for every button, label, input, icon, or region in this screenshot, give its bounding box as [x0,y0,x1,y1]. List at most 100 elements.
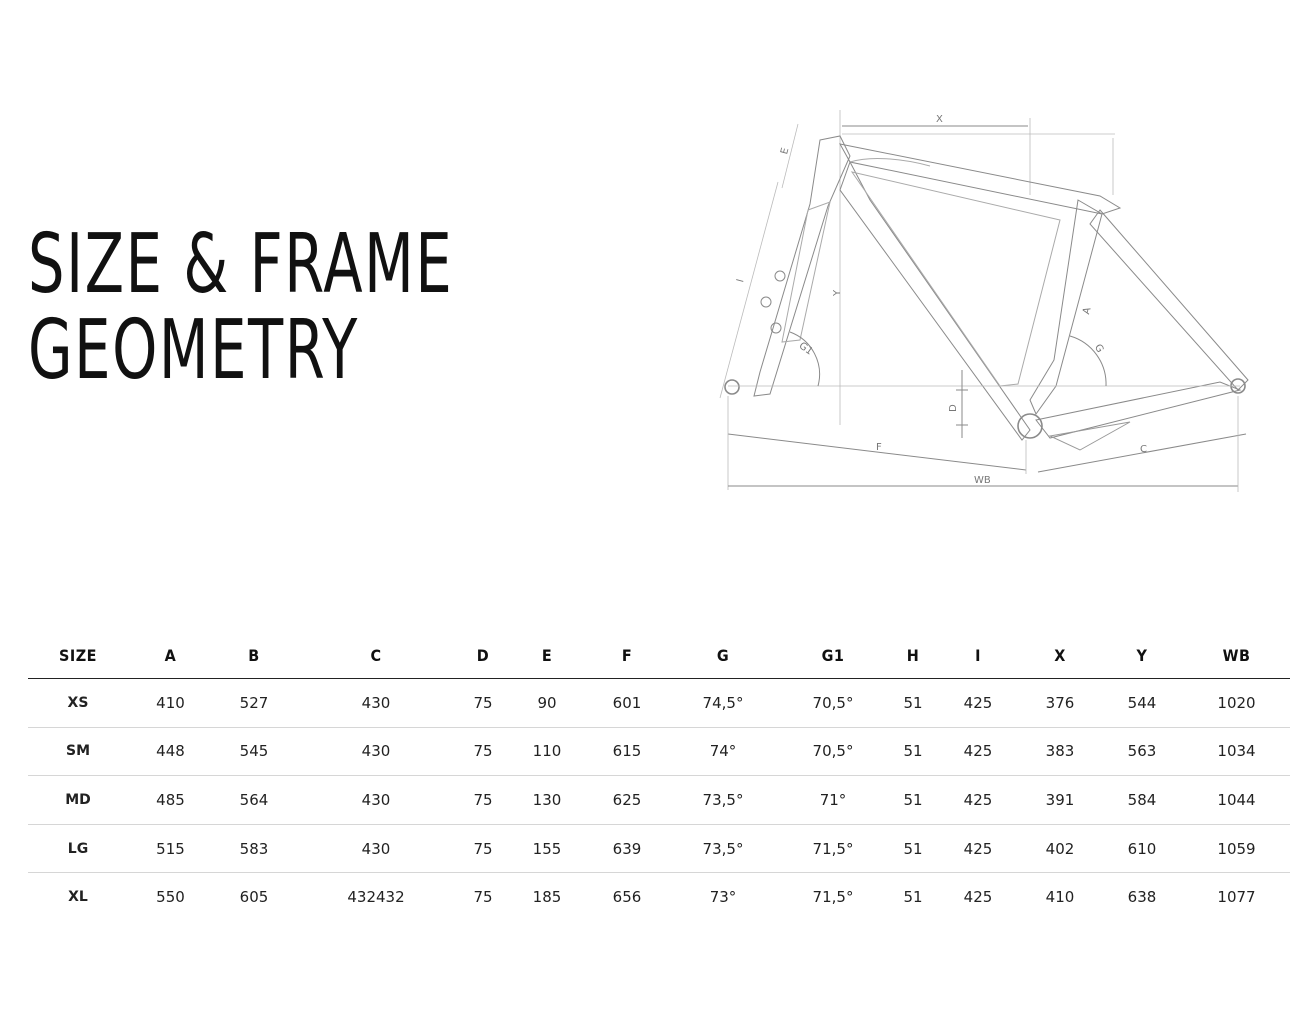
cell-e: 155 [509,824,585,874]
dim-i-line [719,181,779,399]
header-x: X [1019,632,1101,679]
cell-size: XL [68,889,88,906]
cell-i: 425 [937,678,1019,728]
table-row: SM 448 545 430 75 110 615 74° 70,5° 51 4… [28,727,1290,777]
cell-y: 563 [1101,727,1183,777]
label-g: G [1092,343,1105,355]
table-row: XL 550 605 432432 75 185 656 73° 71,5° 5… [28,873,1290,921]
cell-e: 110 [509,727,585,777]
cell-h: 51 [889,824,937,874]
label-f: F [876,442,882,453]
cell-size: MD [28,775,128,825]
cell-f: 639 [585,824,669,874]
label-y: Y [832,289,843,297]
label-wb: WB [974,475,991,486]
table-header-row: SIZE A B C D E F G G1 H I X Y WB [28,632,1290,679]
header-y: Y [1101,632,1183,679]
cell-a: 550 [156,888,185,907]
cell-x: 383 [1019,727,1101,777]
cell-wb: 1059 [1183,824,1290,874]
cell-y: 544 [1101,678,1183,728]
cell-f: 625 [585,775,669,825]
cell-g: 74,5° [669,678,777,728]
seat-stay [1089,209,1249,391]
geometry-table: SIZE A B C D E F G G1 H I X Y WB XS 410 … [28,632,1290,921]
header-e: E [509,632,585,679]
cell-wb: 1044 [1183,775,1290,825]
cell-g1: 70,5° [777,678,889,728]
frame-geometry-diagram: X E I Y A G G1 D F C WB [700,100,1260,500]
label-a: A [1081,306,1093,316]
cell-y: 584 [1101,775,1183,825]
cell-c: 430 [295,678,457,728]
bolt-2 [760,296,772,308]
cell-i: 425 [937,727,1019,777]
header-f: F [585,632,669,679]
cell-wb: 1020 [1183,678,1290,728]
cell-a: 515 [128,824,213,874]
chain-stay [1035,381,1242,439]
label-i: I [735,278,746,284]
page-title: SIZE & FRAME GEOMETRY [28,222,453,394]
top-tube [839,143,1122,215]
frame-diagram-svg: X E I Y A G G1 D F C WB [719,110,1249,492]
header-wb: WB [1183,632,1290,679]
cell-a: 448 [128,727,213,777]
cell-d: 75 [457,775,509,825]
header-g1: G1 [777,632,889,679]
cell-wb: 1077 [1217,888,1256,907]
dim-c [1037,433,1247,473]
cell-i: 425 [963,888,993,907]
cell-g: 73,5° [669,824,777,874]
cell-i: 425 [937,824,1019,874]
down-tube [839,160,1031,441]
cell-f: 601 [585,678,669,728]
main-triangle-inner [850,171,1061,387]
dim-f [727,433,1027,471]
cell-h: 51 [889,775,937,825]
cell-x: 402 [1019,824,1101,874]
cell-c: 430 [295,727,457,777]
cell-size: XS [28,678,128,728]
cell-d: 75 [457,678,509,728]
cell-b: 545 [213,727,295,777]
table-row: XS 410 527 430 75 90 601 74,5° 70,5° 51 … [28,678,1290,728]
bolt-1 [770,322,782,334]
table-row: LG 515 583 430 75 155 639 73,5° 71,5° 51… [28,824,1290,874]
cell-d: 75 [457,824,509,874]
cell-g1: 71,5° [812,888,854,907]
cell-c: 432432 [347,888,405,907]
chain-stay-detail [1048,421,1131,451]
cell-y: 610 [1101,824,1183,874]
cell-h: 51 [903,888,923,907]
top-tube-detail [849,158,931,167]
cell-b: 583 [213,824,295,874]
bottom-bracket [1017,413,1043,439]
header-a: A [128,632,213,679]
fork-blade [781,201,831,343]
header-c: C [295,632,457,679]
cell-e: 185 [532,888,562,907]
cell-g1: 70,5° [777,727,889,777]
page-title-line-1: SIZE & FRAME [28,217,454,312]
cell-g: 73° [709,888,737,907]
cell-x: 410 [1045,888,1075,907]
cell-g1: 71° [777,775,889,825]
angle-arc-g [1069,335,1107,387]
label-e: E [779,147,791,156]
front-axle [724,379,740,395]
dim-e-line [781,123,799,189]
label-d: D [948,404,959,412]
label-c: C [1140,444,1147,455]
cell-wb: 1034 [1183,727,1290,777]
cell-size: SM [28,727,128,777]
header-h: H [889,632,937,679]
cell-g: 74° [669,727,777,777]
cell-d: 75 [457,727,509,777]
fork-head-tube [753,135,851,397]
header-b: B [213,632,295,679]
cell-e: 130 [509,775,585,825]
cell-x: 376 [1019,678,1101,728]
header-size: SIZE [28,632,128,679]
cell-x: 391 [1019,775,1101,825]
